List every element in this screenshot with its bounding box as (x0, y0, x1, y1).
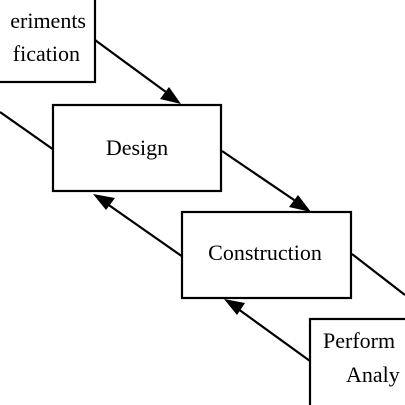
construction-box: Construction (180, 210, 353, 300)
arrow-construction-to-design (93, 194, 184, 258)
arrow-design-to-requirements (0, 111, 55, 151)
arrow-performance-to-construction (224, 299, 311, 362)
design-label: Design (106, 135, 168, 160)
requirements-label-line2: fication (13, 41, 80, 66)
requirements-specification-box: eriments fication (0, 0, 97, 84)
performance-analysis-box: Perform Analy (308, 317, 405, 405)
design-box: Design (51, 103, 223, 193)
arrow-design-to-construction (221, 150, 311, 212)
construction-label: Construction (208, 240, 322, 265)
arrow-construction-to-performance (351, 253, 405, 296)
performance-label-line2: Analy (346, 362, 400, 387)
requirements-label-line1: eriments (10, 8, 86, 33)
performance-label-line1: Perform (323, 328, 395, 353)
arrow-requirements-to-design (94, 39, 181, 104)
